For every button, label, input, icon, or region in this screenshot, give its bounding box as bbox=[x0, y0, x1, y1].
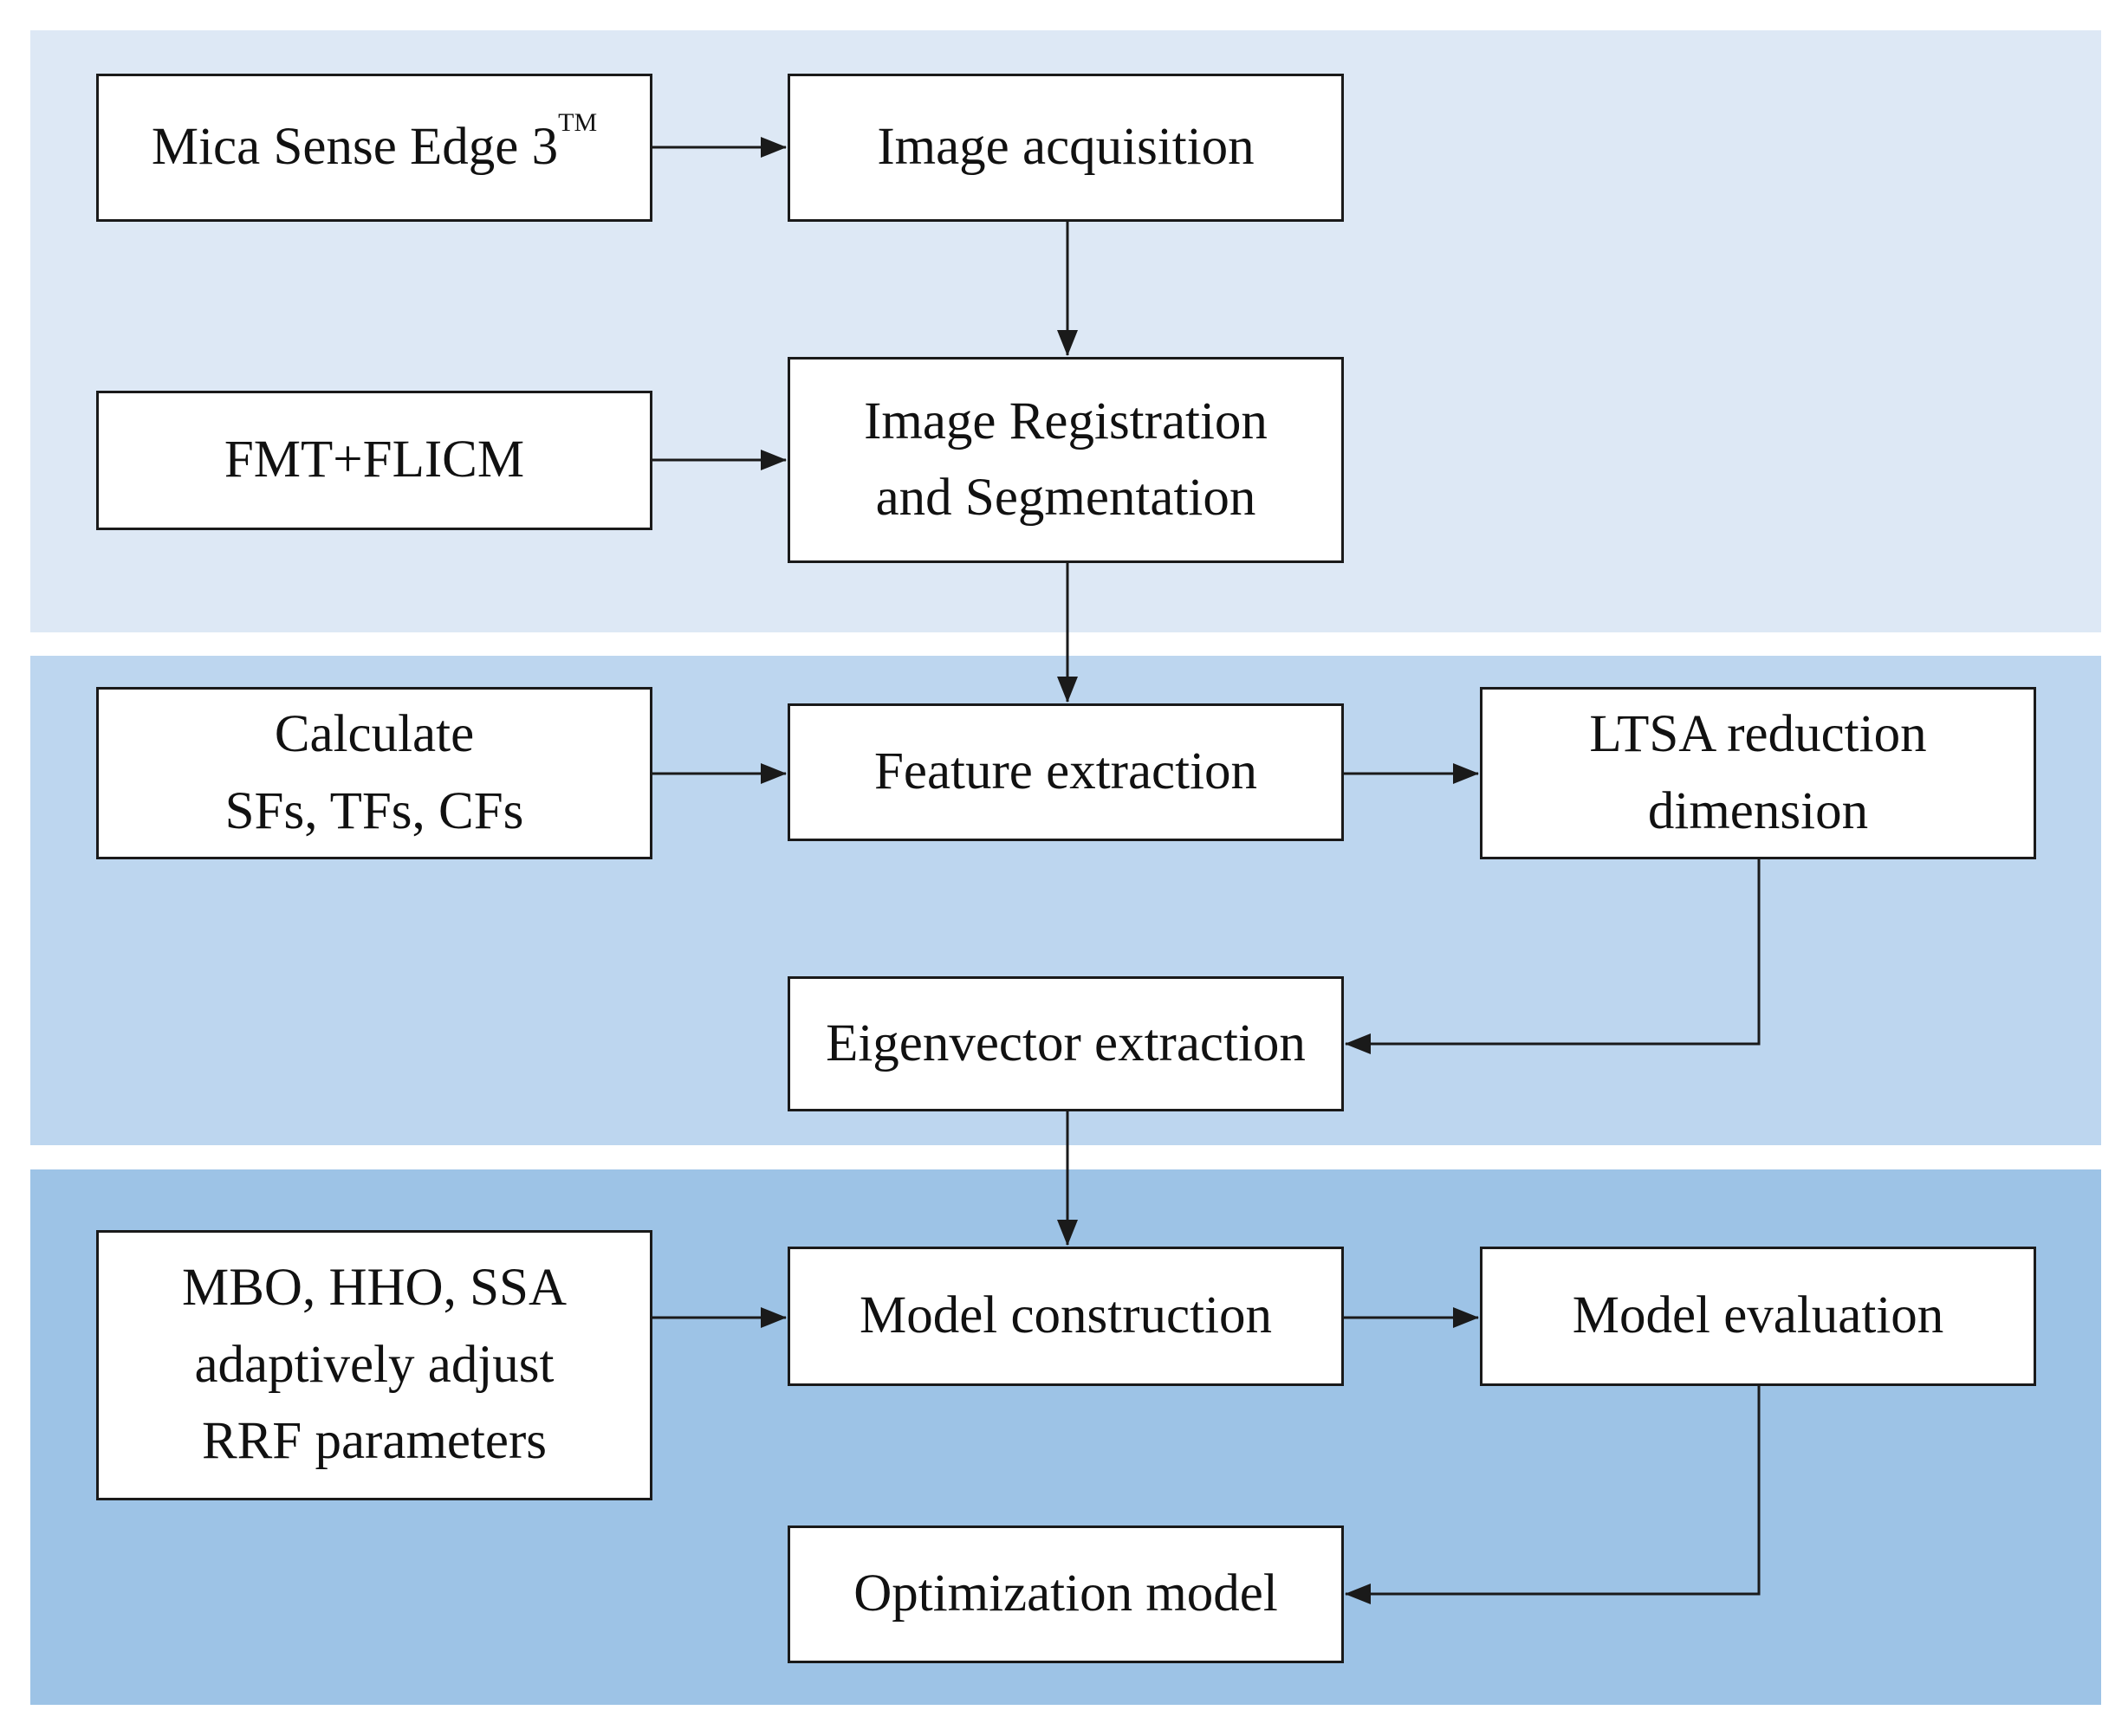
ltsa-label-line-1: LTSA reduction bbox=[1589, 705, 1927, 764]
fmt-flicm-node: FMT+FLICM bbox=[96, 391, 652, 530]
calculate-features-node: Calculate SFs, TFs, CFs bbox=[96, 687, 652, 859]
micasense-edge-label: Mica Sense Edge 3 bbox=[151, 118, 559, 177]
feature-extraction-node: Feature extraction bbox=[788, 703, 1344, 841]
calculate-label-line-1: Calculate bbox=[274, 705, 475, 764]
micasense-edge-node: Mica Sense Edge 3TM bbox=[96, 74, 652, 222]
trademark-superscript: TM bbox=[558, 108, 598, 138]
feature-extraction-label: Feature extraction bbox=[873, 742, 1258, 801]
mbo-hho-ssa-node: MBO, HHO, SSA adaptively adjust RRF para… bbox=[96, 1230, 652, 1500]
image-acquisition-label: Image acquisition bbox=[877, 118, 1255, 177]
registration-label-line-1: Image Registration bbox=[864, 392, 1268, 450]
fmt-flicm-label: FMT+FLICM bbox=[224, 431, 525, 489]
optimization-model-label: Optimization model bbox=[853, 1564, 1278, 1623]
model-construction-node: Model construction bbox=[788, 1247, 1344, 1386]
registration-label-line-2: and Segmentation bbox=[875, 469, 1256, 527]
ltsa-reduction-node: LTSA reduction dimension bbox=[1480, 687, 2036, 859]
model-construction-label: Model construction bbox=[859, 1286, 1273, 1345]
optimization-model-node: Optimization model bbox=[788, 1525, 1344, 1663]
image-acquisition-node: Image acquisition bbox=[788, 74, 1344, 222]
model-evaluation-node: Model evaluation bbox=[1480, 1247, 2036, 1386]
registration-segmentation-node: Image Registration and Segmentation bbox=[788, 357, 1344, 563]
eigenvector-extraction-label: Eigenvector extraction bbox=[826, 1014, 1306, 1072]
mbo-label-line-1: MBO, HHO, SSA bbox=[181, 1259, 568, 1318]
ltsa-label-line-2: dimension bbox=[1647, 781, 1869, 840]
eigenvector-extraction-node: Eigenvector extraction bbox=[788, 976, 1344, 1111]
model-evaluation-label: Model evaluation bbox=[1572, 1286, 1944, 1345]
mbo-label-line-3: RRF parameters bbox=[201, 1412, 548, 1471]
mbo-label-line-2: adaptively adjust bbox=[194, 1335, 555, 1394]
calculate-label-line-2: SFs, TFs, CFs bbox=[224, 781, 524, 840]
